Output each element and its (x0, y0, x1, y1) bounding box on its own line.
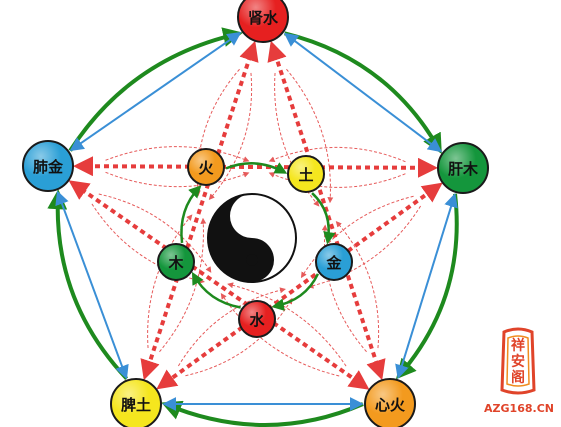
outer-node-label: 肾水 (248, 9, 279, 27)
inner-generating-arc (225, 162, 288, 174)
dashed-curve-arrow (105, 171, 250, 188)
outer-node-shine (439, 144, 487, 192)
inner-generating-arc (311, 192, 336, 245)
seal-stamp: 祥安阁 (500, 327, 536, 395)
dashed-curve-arrow (268, 172, 406, 188)
generating-arc (161, 400, 364, 427)
dashed-curve-arrow (105, 146, 250, 162)
inner-node-metal: 金 (315, 243, 353, 281)
reverse-line (69, 31, 242, 152)
site-watermark: AZG168.CN (484, 402, 554, 415)
seal-text: 祥安阁 (511, 337, 525, 386)
outer-node-shine (366, 380, 414, 427)
inner-generating-arc (191, 271, 241, 309)
inner-node-fire: 火 (187, 148, 225, 186)
inner-node-shine (189, 150, 223, 184)
yin-yang-icon (207, 193, 297, 283)
inner-node-earth: 土 (287, 155, 325, 193)
dashed-curve-arrow (335, 220, 380, 349)
inner-node-shine (317, 245, 351, 279)
outer-node-spleen: 脾土 (110, 378, 162, 427)
inner-generating-arc (180, 185, 202, 244)
restraining-line (140, 40, 259, 381)
restraining-line (72, 156, 439, 178)
generating-cycle-inner (180, 162, 336, 311)
outer-node-label: 心火 (375, 396, 406, 414)
inner-node-label: 火 (198, 159, 214, 177)
dashed-curve-arrow (268, 146, 406, 163)
outer-node-kidney: 肾水 (237, 0, 289, 43)
reverse-line (395, 193, 458, 379)
outer-node-lung: 肺金 (22, 140, 74, 192)
restraining-star-lines (68, 40, 443, 390)
inner-node-label: 木 (167, 254, 184, 272)
inner-node-label: 金 (325, 254, 342, 272)
inner-node-wood: 木 (157, 243, 195, 281)
outer-node-label: 脾土 (121, 396, 151, 414)
inner-node-shine (159, 245, 193, 279)
outer-node-shine (239, 0, 287, 41)
restraining-line (68, 180, 370, 390)
outer-node-liver: 肝木 (437, 142, 489, 194)
inner-nodes: 火 土金水 木 (157, 148, 353, 338)
inner-generating-arc (271, 273, 320, 311)
inner-node-label: 水 (249, 311, 265, 329)
outer-node-shine (24, 142, 72, 190)
reverse-line (283, 32, 443, 153)
inner-node-shine (240, 302, 274, 336)
outer-node-shine (112, 380, 160, 427)
outer-node-label: 肺金 (33, 158, 64, 176)
outer-node-heart: 心火 (364, 378, 416, 427)
inner-node-water: 水 (238, 300, 276, 338)
inner-node-label: 土 (298, 166, 313, 184)
dashed-curve-arrow (185, 297, 293, 377)
inner-node-shine (289, 157, 323, 191)
dashed-curve-arrow (147, 214, 193, 349)
outer-node-label: 肝木 (448, 160, 479, 178)
